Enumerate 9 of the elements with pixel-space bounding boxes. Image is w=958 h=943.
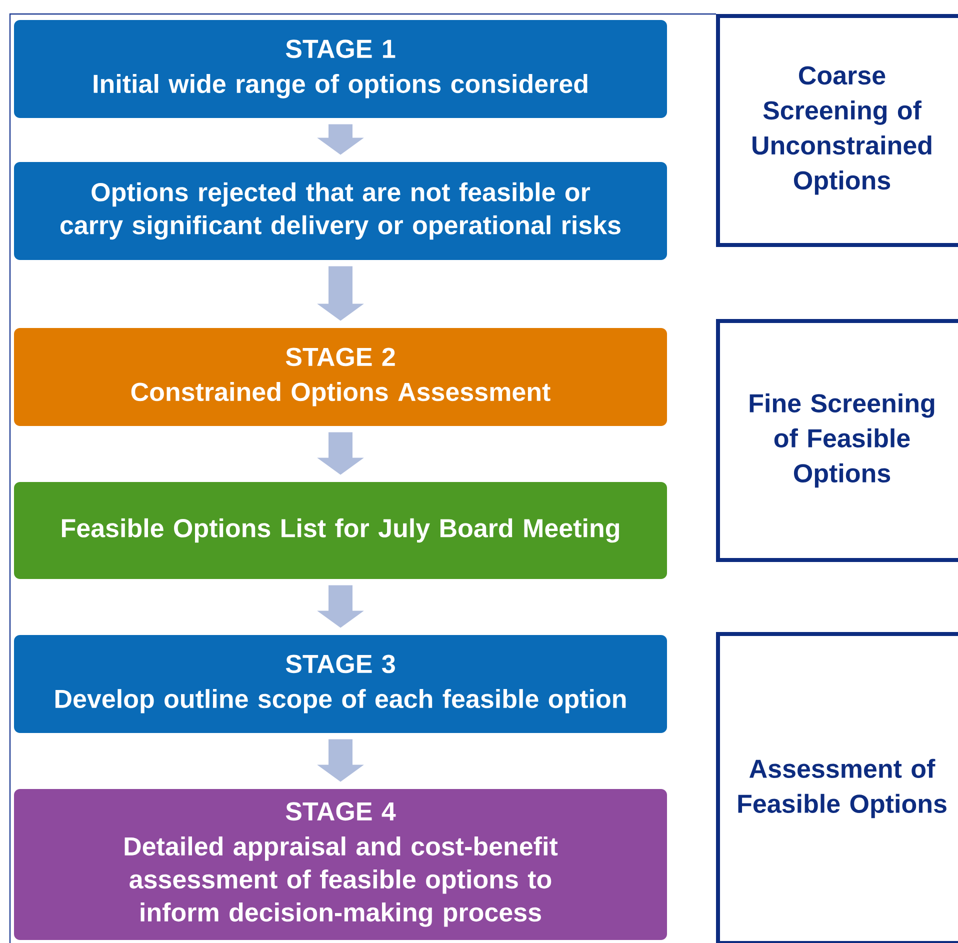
phase-box: Coarse Screening of Unconstrained Options xyxy=(716,14,958,247)
stage-box: Options rejected that are not feasible or carry significant delivery or operational risks xyxy=(14,162,667,260)
stage-box: STAGE 2 Constrained Options Assessment xyxy=(14,328,667,426)
stage-box: Feasible Options List for July Board Meeting xyxy=(14,482,667,579)
stage-box: STAGE 1 Initial wide range of options considered xyxy=(14,20,667,118)
phase-box: Assessment of Feasible Options xyxy=(716,632,958,943)
stage-box: STAGE 3 Develop outline scope of each feasible option xyxy=(14,635,667,733)
stage-box: STAGE 4 Detailed appraisal and cost-benefit assessment of feasible options to inform decision-making process xyxy=(14,789,667,940)
phase-box: Fine Screening of Feasible Options xyxy=(716,319,958,562)
